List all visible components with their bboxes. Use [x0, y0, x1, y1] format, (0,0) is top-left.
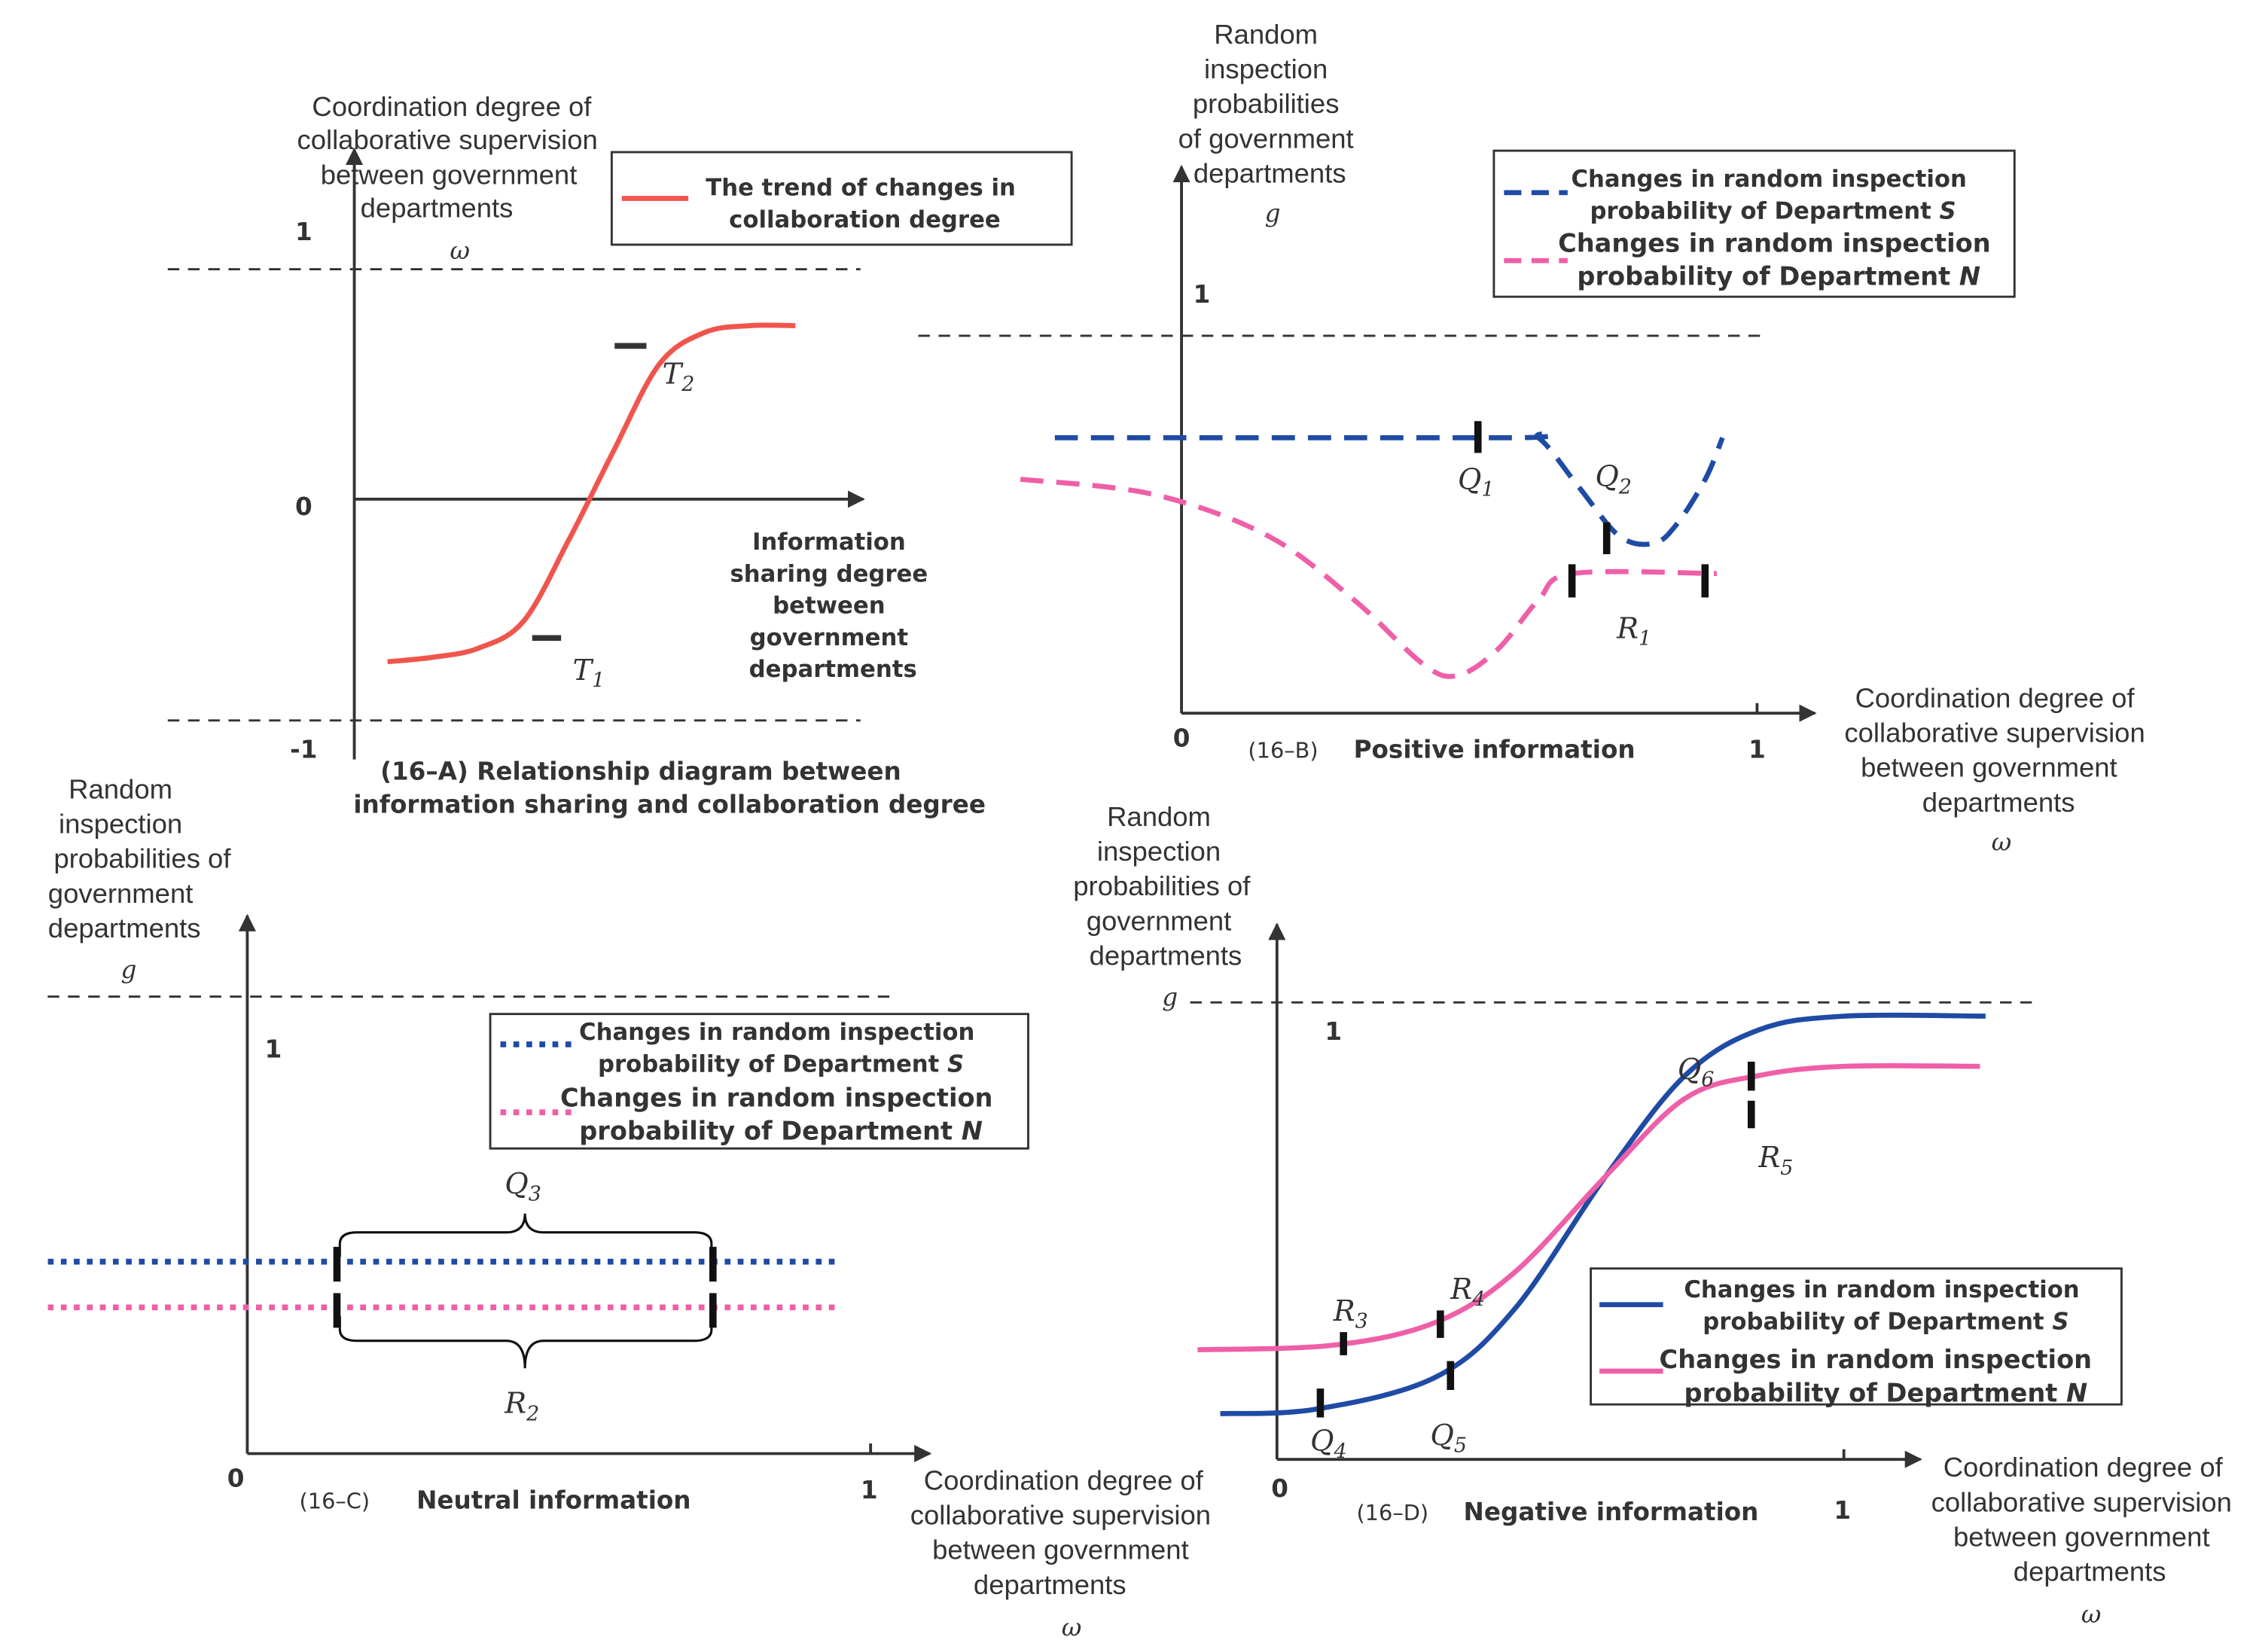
panel-d-label-q6: Q6 [1678, 1053, 1715, 1092]
panel-c-brace-bottom [338, 1316, 713, 1369]
panel-d-legend-text-s: Changes in random inspection probability… [1684, 1276, 2087, 1335]
panel-c-label-q3: Q3 [505, 1167, 541, 1206]
panel-c-x-axis-label: Coordination degree of collaborative sup… [910, 1465, 1218, 1600]
panel-d: Q4 Q5 Q6 R3 R4 R5 0 1 1 Random inspectio… [1073, 801, 2239, 1629]
panel-a-legend-text: The trend of changes in collaboration de… [706, 175, 1023, 233]
panel-a-title: (16–A) Relationship diagram between info… [353, 757, 986, 819]
panel-d-xtick-0: 0 [1271, 1474, 1288, 1503]
panel-a-x-axis-label: Information sharing degree between gover… [730, 529, 935, 683]
panel-d-legend: Changes in random inspection probability… [1590, 1267, 2123, 1407]
panel-b: Q1 Q2 R1 0 1 1 Random inspection probabi… [918, 19, 2152, 857]
panel-c-y-axis-label: Random inspection probabilities of gover… [48, 774, 239, 943]
panel-a-ytick-1: 1 [295, 218, 312, 246]
panel-b-label-r1: R1 [1616, 611, 1651, 651]
panel-b-legend: Changes in random inspection probability… [1492, 149, 2016, 298]
panel-d-label-q4: Q4 [1310, 1425, 1347, 1464]
panel-a-ytick-neg1: -1 [290, 736, 317, 764]
panel-d-label-r5: R5 [1758, 1141, 1793, 1180]
panel-a-y-axis-label: Coordination degree of collaborative sup… [297, 91, 605, 223]
panel-a-legend: The trend of changes in collaboration de… [610, 151, 1073, 246]
panel-d-label-r3: R3 [1333, 1294, 1368, 1333]
panel-b-label-q2: Q2 [1595, 460, 1632, 499]
panel-c-xtick-1: 1 [861, 1476, 878, 1504]
panel-c-legend-text-n: Changes in random inspection probability… [560, 1084, 1001, 1146]
panel-b-y-axis-label: Random inspection probabilities of gover… [1178, 19, 1361, 188]
panel-b-series-s-line [1054, 431, 1725, 547]
panel-b-ytick-1: 1 [1194, 280, 1211, 309]
panel-c-title: (16–C) Neutral information [300, 1486, 691, 1514]
panel-d-label-q5: Q5 [1430, 1419, 1467, 1458]
panel-b-label-q1: Q1 [1458, 463, 1495, 502]
panel-c-ytick-1: 1 [265, 1035, 282, 1063]
panel-b-title: (16–B) Positive information [1248, 736, 1635, 764]
panel-c-x-axis-symbol: ω [1062, 1613, 1082, 1641]
panel-b-x-axis-symbol: ω [1992, 828, 2012, 857]
panel-c-label-r2: R2 [504, 1387, 539, 1426]
panel-b-legend-text-s: Changes in random inspection probability… [1572, 166, 1975, 224]
panel-d-label-r4: R4 [1450, 1273, 1485, 1312]
panel-d-series-n-line [1197, 1062, 1980, 1352]
panel-d-x-axis-label: Coordination degree of collaborative sup… [1931, 1452, 2239, 1586]
panel-c-brace-top [338, 1213, 713, 1257]
panel-a-y-axis-symbol: ω [450, 236, 470, 265]
panel-d-ytick-1: 1 [1325, 1017, 1342, 1046]
panel-b-series-n-line [1020, 477, 1717, 679]
panel-c-legend-text-s: Changes in random inspection probability… [579, 1019, 983, 1077]
panel-b-x-axis-label: Coordination degree of collaborative sup… [1844, 683, 2152, 818]
panel-c: Q3 R2 0 1 1 Random inspection probabilit… [47, 774, 1218, 1641]
panel-a: T1 T2 1 0 -1 Coordination degree of coll… [167, 91, 1073, 819]
panel-a-ytick-0: 0 [295, 492, 312, 521]
panel-b-legend-text-n: Changes in random inspection probability… [1558, 229, 1999, 291]
panel-c-y-axis-symbol: g [120, 956, 136, 984]
panel-b-xtick-1: 1 [1748, 736, 1766, 764]
panel-a-label-t1: T1 [573, 654, 605, 693]
panel-d-title: (16–D) Negative information [1356, 1498, 1758, 1526]
panel-b-xtick-0: 0 [1173, 724, 1190, 752]
panel-d-legend-text-n: Changes in random inspection probability… [1660, 1345, 2101, 1407]
panel-a-label-t2: T2 [663, 357, 695, 396]
panel-b-y-axis-symbol: g [1265, 199, 1281, 227]
panel-a-collaboration-curve [387, 322, 796, 665]
panel-c-legend: Changes in random inspection probability… [489, 1013, 1029, 1150]
panel-d-xtick-1: 1 [1834, 1496, 1851, 1525]
panel-d-y-axis-label: Random inspection probabilities of gover… [1073, 801, 1258, 971]
panel-d-y-axis-symbol: g [1162, 983, 1178, 1011]
panel-c-xtick-0: 0 [227, 1465, 245, 1493]
panel-d-x-axis-symbol: ω [2081, 1600, 2102, 1629]
